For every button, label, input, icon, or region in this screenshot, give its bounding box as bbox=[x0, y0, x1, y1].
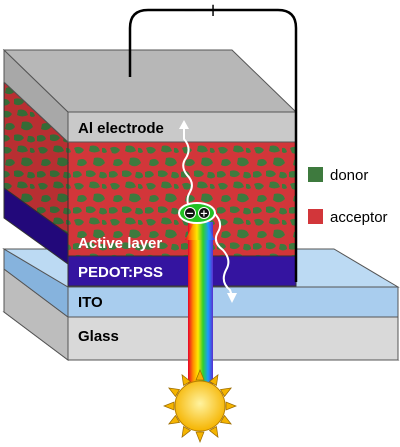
hole-path bbox=[182, 126, 193, 210]
electron-path-arrowhead bbox=[227, 293, 237, 303]
circuit-plus-sign: + bbox=[205, 0, 220, 21]
sun-icon bbox=[163, 369, 237, 443]
pedot-label: PEDOT:PSS bbox=[78, 264, 163, 281]
circuit-wire bbox=[128, 8, 298, 282]
circuit-minus-sign: − bbox=[182, 0, 197, 21]
legend-label-acceptor: acceptor bbox=[330, 209, 388, 226]
legend-label-donor: donor bbox=[330, 167, 368, 184]
pedot-layer bbox=[3, 187, 297, 287]
electron-charge bbox=[184, 207, 196, 219]
active-layer bbox=[3, 80, 297, 257]
legend: donor acceptor bbox=[308, 167, 388, 226]
svg-text:−: − bbox=[186, 209, 194, 220]
hole-path-arrowhead bbox=[179, 120, 189, 129]
light-beam bbox=[185, 212, 215, 386]
svg-text:+: + bbox=[200, 209, 208, 220]
legend-swatch-acceptor bbox=[308, 209, 323, 224]
al-electrode-label: Al electrode bbox=[78, 120, 164, 137]
ito-label: ITO bbox=[78, 294, 103, 311]
hole-charge bbox=[198, 207, 210, 219]
active-layer-label: Active layer bbox=[78, 235, 162, 252]
charge-pair: − + bbox=[178, 202, 216, 224]
glass-label: Glass bbox=[78, 328, 119, 345]
legend-swatch-donor bbox=[308, 167, 323, 182]
electron-path bbox=[212, 211, 233, 297]
